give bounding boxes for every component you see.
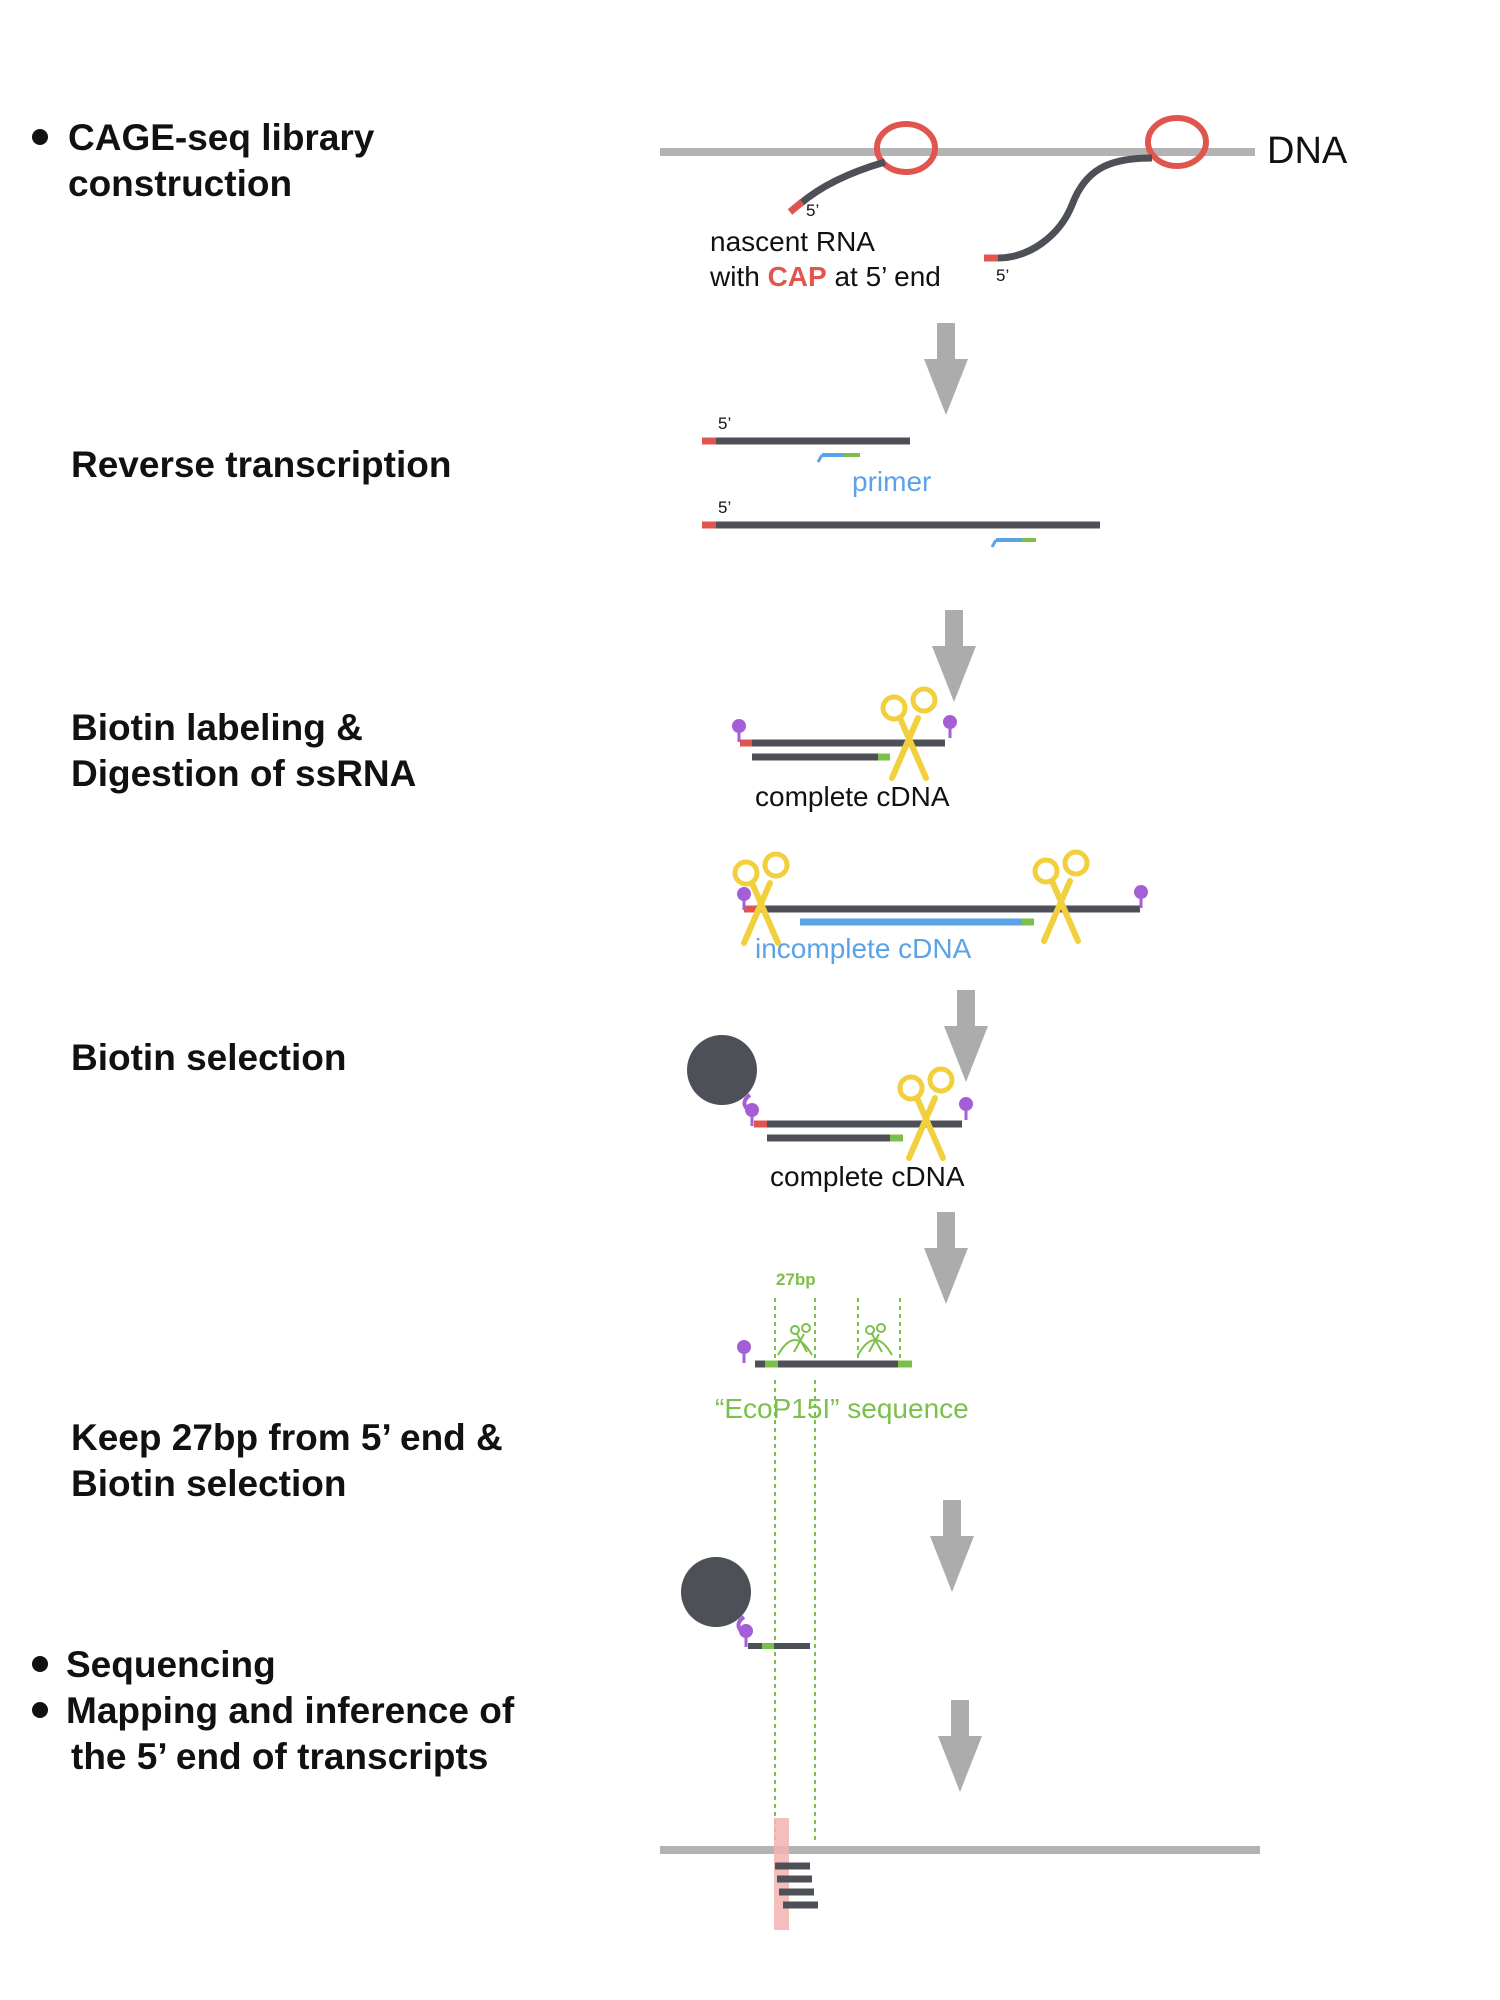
bullet-icon (32, 1702, 48, 1718)
scissors-icon (865, 1323, 886, 1353)
incomplete-cdna-label: incomplete cDNA (755, 933, 972, 964)
tag-bead-panel (681, 1557, 810, 1649)
tss-highlight (774, 1818, 789, 1930)
step-text: construction (68, 163, 292, 204)
five-prime-label: 5’ (806, 201, 819, 220)
ecop15i-panel: 27bp “EcoP15I” sequence (715, 1270, 969, 1840)
step-6-label: Sequencing (32, 1644, 276, 1685)
ecop15i-label: “EcoP15I” sequence (715, 1393, 969, 1424)
nascent-rna-label: nascent RNA (710, 226, 875, 257)
cap-mark (787, 199, 805, 215)
biotin-icon (941, 713, 959, 740)
complete-cdna-label: complete cDNA (770, 1161, 965, 1192)
scissors-icon (900, 1069, 952, 1158)
polymerase-bubble (1145, 115, 1209, 169)
scissors-icon (883, 689, 935, 778)
step-text: Mapping and inference of (66, 1690, 515, 1731)
polymerase-bubble (874, 121, 938, 175)
biotin-icon (1132, 883, 1150, 910)
step-5-label: Keep 27bp from 5’ end & Biotin selection (71, 1417, 503, 1504)
flow-arrow (938, 1700, 982, 1792)
biotin-icon (735, 1338, 753, 1365)
cap-label: CAP (768, 261, 827, 292)
step-text: the 5’ end of transcripts (71, 1736, 488, 1777)
streptavidin-bead (681, 1557, 751, 1627)
mapping-panel (660, 1818, 1260, 1930)
biotin-selection-panel: complete cDNA (687, 1035, 975, 1192)
biotin-icon (730, 717, 748, 744)
step-text: Biotin labeling & (71, 707, 363, 748)
cap-label-prefix: with (709, 261, 768, 292)
nascent-rna-cap-label: with CAP at 5’ end (709, 261, 941, 292)
biotin-icon (957, 1095, 975, 1122)
step-text: Reverse transcription (71, 444, 451, 485)
scissors-icon (1035, 852, 1087, 941)
primer-label: primer (852, 466, 931, 497)
reverse-transcription-panel: 5’ primer 5’ (702, 414, 1100, 548)
streptavidin-bead (687, 1035, 757, 1105)
step-text: Biotin selection (71, 1037, 346, 1078)
step-3-label: Biotin labeling & Digestion of ssRNA (71, 707, 416, 794)
nascent-rna (797, 158, 886, 207)
flow-arrow (944, 990, 988, 1082)
step-4-label: Biotin selection (71, 1037, 346, 1078)
step-text: Biotin selection (71, 1463, 346, 1504)
five-prime-label: 5’ (718, 414, 731, 433)
step-text: CAGE-seq library (68, 117, 375, 158)
primer-hook (990, 539, 998, 548)
enzyme-arc (777, 1339, 813, 1356)
five-prime-label: 5’ (996, 266, 1009, 285)
dna-label: DNA (1267, 130, 1348, 172)
bullet-icon (32, 1656, 48, 1672)
step-text: Keep 27bp from 5’ end & (71, 1417, 503, 1458)
step-2-label: Reverse transcription (71, 444, 451, 485)
bp27-label: 27bp (776, 1270, 816, 1289)
transcription-panel: DNA 5’ 5’ nascent RNA with CAP at 5’ end (660, 115, 1348, 292)
flow-arrow (932, 610, 976, 702)
five-prime-label: 5’ (718, 498, 731, 517)
primer-hook (816, 454, 824, 463)
complete-cdna-panel: complete cDNA (730, 689, 959, 812)
incomplete-cdna-panel: incomplete cDNA (735, 852, 1150, 964)
flow-arrow (924, 323, 968, 415)
nascent-rna (997, 154, 1153, 262)
step-text: Sequencing (66, 1644, 276, 1685)
flow-arrow (930, 1500, 974, 1592)
step-text: Digestion of ssRNA (71, 753, 416, 794)
step-1-label: CAGE-seq library construction (32, 117, 375, 204)
step-7-label: Mapping and inference of the 5’ end of t… (32, 1690, 515, 1777)
cap-label-suffix: at 5’ end (827, 261, 941, 292)
flow-arrow (924, 1212, 968, 1304)
complete-cdna-label: complete cDNA (755, 781, 950, 812)
bullet-icon (32, 129, 48, 145)
